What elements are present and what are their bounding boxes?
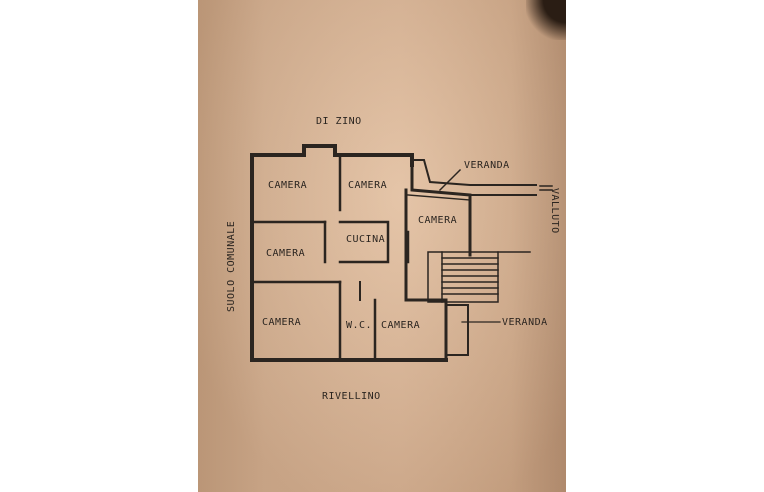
- east-label: VALLUTO: [549, 188, 560, 234]
- east-marker: [539, 185, 553, 191]
- corner-shadow: [526, 0, 566, 40]
- room-label-camera-n: CAMERA: [348, 180, 388, 191]
- outer-wall: [410, 163, 472, 257]
- veranda-bottom-label: VERANDA: [502, 317, 548, 328]
- veranda-leader: [438, 168, 462, 192]
- interior-wall: [407, 194, 471, 201]
- outer-wall: [250, 144, 414, 167]
- outer-wall: [404, 188, 448, 362]
- room-label-wc: W.C.: [346, 320, 373, 331]
- room-label-camera-e: CAMERA: [418, 215, 458, 226]
- south-label: RIVELLINO: [322, 391, 381, 402]
- veranda-top-label: VERANDA: [464, 160, 510, 171]
- north-label: DI ZINO: [316, 116, 362, 127]
- room-label-cucina: CUCINA: [346, 234, 386, 245]
- west-label: SUOLO COMUNALE: [226, 220, 237, 312]
- interior-wall: [338, 220, 390, 264]
- room-label-camera-s: CAMERA: [381, 320, 421, 331]
- paper-sheet: [198, 0, 566, 492]
- room-label-camera-nw: CAMERA: [268, 180, 308, 191]
- veranda-bottom: [447, 304, 469, 356]
- room-label-camera-sw: CAMERA: [262, 317, 302, 328]
- staircase: [427, 251, 531, 303]
- room-label-camera-w: CAMERA: [266, 248, 306, 259]
- outer-wall: [250, 153, 448, 362]
- veranda-rail: [413, 159, 537, 186]
